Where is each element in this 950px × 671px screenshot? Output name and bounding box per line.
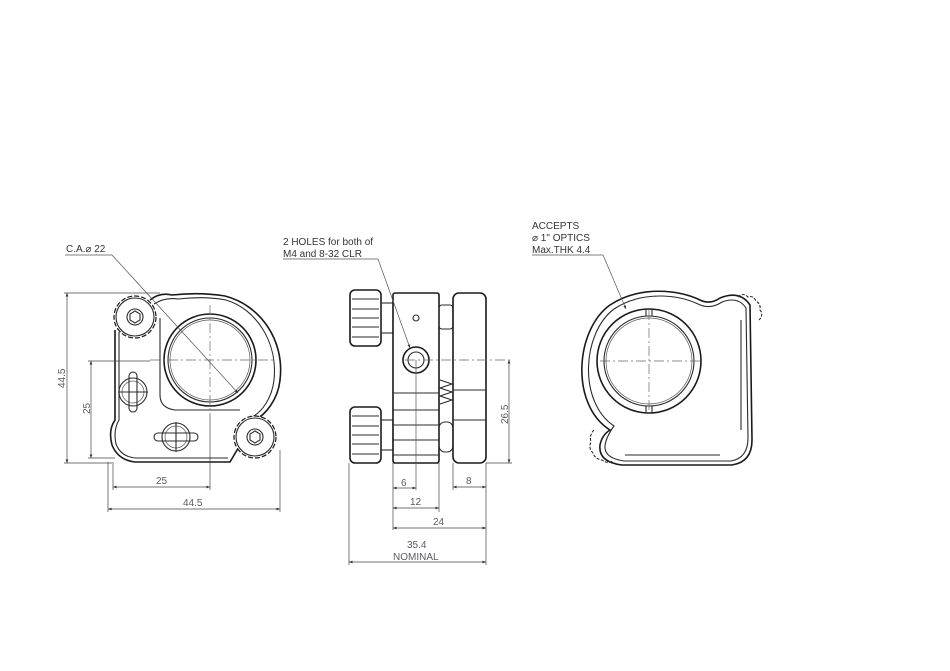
accepts-note-line3: Max.THK 4.4 [532,245,591,256]
mounting-slot-vertical [118,371,148,413]
dim-front-height: 44.5 [57,368,68,388]
holes-note-line2: M4 and 8-32 CLR [283,249,362,260]
dim-front-width: 44.5 [183,498,203,509]
dim-front-inner-width: 25 [156,476,168,487]
mounting-slot-horizontal [153,422,199,452]
clear-aperture-note: C.A.⌀ 22 [66,244,106,255]
side-view: 2 HOLES for both of M4 and 8-32 CLR 26.5… [283,237,512,565]
holes-note-line1: 2 HOLES for both of [283,237,373,248]
adjuster-knob-bottom-right [233,415,277,459]
dim-side-total: 35.4 [407,540,427,551]
dim-side-8: 8 [466,476,472,487]
dim-front-inner-height: 25 [82,402,93,414]
accepts-note-line1: ACCEPTS [532,221,580,232]
dim-side-6: 6 [401,478,407,489]
adjuster-knob-top-left [113,295,157,339]
dim-side-12: 12 [410,497,422,508]
front-view: C.A.⌀ 22 44.5 25 25 44.5 [57,244,282,512]
dim-side-24: 24 [433,517,445,528]
dim-side-height: 26.5 [500,404,511,424]
dim-side-total-note: NOMINAL [393,552,439,563]
side-knob-top [349,289,394,347]
accepts-note-line2: ⌀ 1" OPTICS [532,233,590,244]
side-knob-bottom [349,406,394,464]
rear-view: ACCEPTS ⌀ 1" OPTICS Max.THK 4.4 [532,221,763,466]
